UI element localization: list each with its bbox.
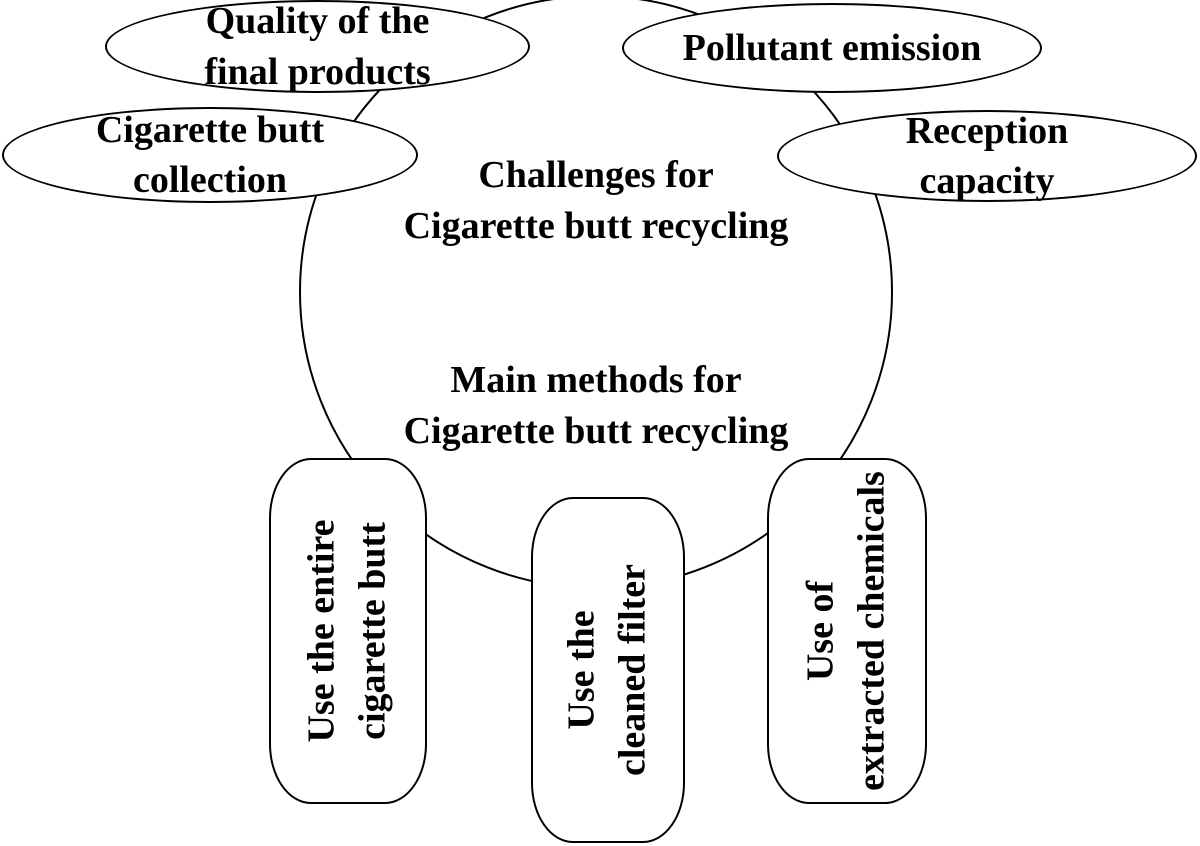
methods-title-line2: Cigarette butt recycling (403, 410, 789, 453)
challenge-reception-capacity: Reception capacity (777, 110, 1197, 202)
challenge-quality-final-products: Quality of the final products (105, 0, 530, 93)
method-extracted-chemicals: Use of extracted chemicals (767, 458, 927, 804)
challenge-label-line2: final products (204, 50, 431, 93)
method-label-line2: extracted chemicals (851, 471, 893, 791)
challenge-label-line2: capacity (919, 160, 1055, 202)
challenge-label-line1: Cigarette butt (95, 108, 325, 151)
challenges-title-line2: Cigarette butt recycling (403, 205, 789, 248)
method-cleaned-filter: Use the cleaned filter (531, 497, 685, 843)
challenges-title-line1: Challenges for (478, 154, 714, 196)
method-label-line2: cleaned filter (612, 563, 654, 777)
methods-title-line1: Main methods for (450, 359, 742, 401)
challenge-label-line1: Pollutant emission (682, 26, 982, 69)
method-label-line1: Use of (799, 580, 842, 682)
challenge-label-line1: Reception (905, 109, 1069, 152)
challenges-title: Challenges for Cigarette butt recycling (336, 150, 856, 253)
challenge-pollutant-emission: Pollutant emission (622, 3, 1042, 93)
challenge-label-line1: Quality of the (205, 0, 430, 43)
challenge-label-line2: collection (132, 159, 288, 201)
method-entire-cigarette-butt: Use the entire cigarette butt (269, 458, 427, 804)
method-label-line1: Use the (560, 610, 603, 730)
challenge-cigarette-butt-collection: Cigarette butt collection (2, 107, 418, 203)
method-label-line1: Use the entire (300, 519, 343, 743)
method-label-line2: cigarette butt (352, 522, 394, 740)
methods-title: Main methods for Cigarette butt recyclin… (336, 355, 856, 458)
